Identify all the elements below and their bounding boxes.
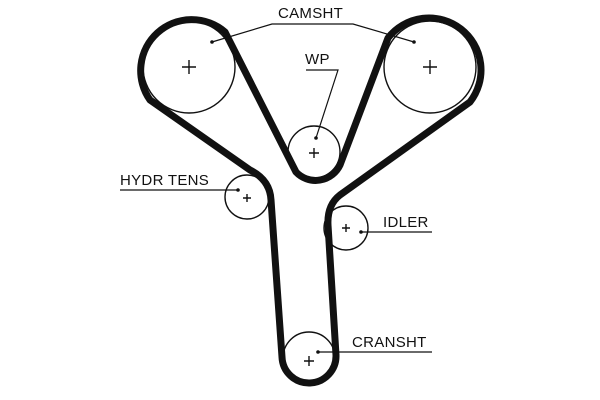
idler-pulley [323,205,369,251]
idler-label: IDLER [383,214,429,231]
crankshaft-label: CRANSHT [352,334,427,351]
hydraulic-tensioner-label: HYDR TENS [120,172,210,189]
camshaft-label: CAMSHT [278,5,344,22]
leader-lines [120,23,432,353]
center-marks [182,60,437,366]
water-pump-label: WP [305,51,330,68]
timing-belt [137,14,485,387]
leader-dots [210,40,416,354]
